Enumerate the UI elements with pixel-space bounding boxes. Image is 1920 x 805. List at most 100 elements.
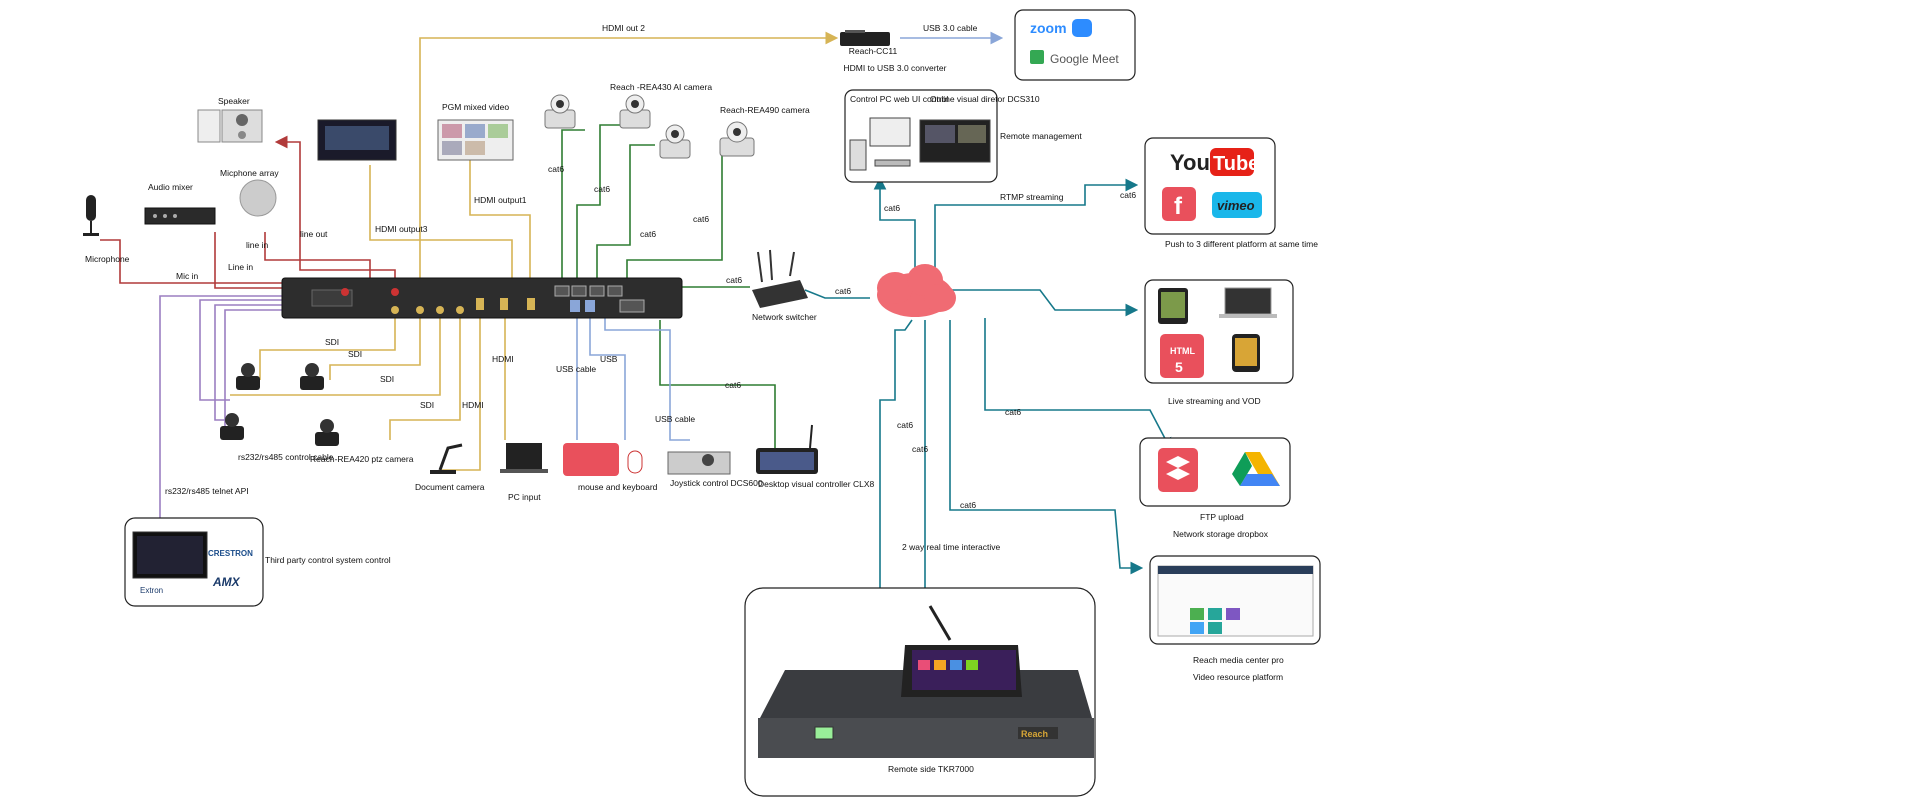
cat6-tkr-a xyxy=(879,319,913,650)
conferencing-box xyxy=(1014,9,1136,81)
usb-cable-label: USB cable xyxy=(655,414,695,424)
microphone-label: Microphone xyxy=(85,254,130,264)
router-icon xyxy=(752,249,808,308)
youtube-icon: You Tube xyxy=(1170,148,1259,176)
two-way-label: 2 way real time interactive xyxy=(902,542,1001,552)
pgm-mixed-video-label: PGM mixed video xyxy=(442,102,509,112)
speaker-label: Speaker xyxy=(218,96,250,106)
rtmp-line xyxy=(934,178,1139,275)
sdi-4 xyxy=(389,315,461,440)
laptop-icon xyxy=(1219,287,1277,318)
cat6-label: cat6 xyxy=(912,444,928,454)
usb-cable-label: USB cable xyxy=(556,364,596,374)
google-meet-label: Google Meet xyxy=(1050,52,1119,66)
pgm-mixed-video-monitor xyxy=(437,119,514,161)
hdmi-output1-line xyxy=(469,160,531,300)
reach-cc11-device xyxy=(840,30,890,46)
sdi-label: SDI xyxy=(325,337,339,347)
desktop-controller-icon xyxy=(756,424,818,474)
document-camera-label: Document camera xyxy=(415,482,485,492)
monitor-output3 xyxy=(317,119,397,161)
remote-side-label: Remote side TKR7000 xyxy=(888,764,974,774)
extron-logo: Extron xyxy=(140,586,163,595)
amx-logo: AMX xyxy=(212,575,241,589)
google-meet-icon xyxy=(1030,50,1044,64)
cat6-label: cat6 xyxy=(960,500,976,510)
video-resource-label: Video resource platform xyxy=(1193,672,1283,682)
cat6-label: cat6 xyxy=(640,229,656,239)
hdmi-output1-label: HDMI output1 xyxy=(474,195,527,205)
google-drive-icon xyxy=(1232,452,1280,486)
mic-in-line xyxy=(100,239,365,284)
ptz-camera-icon xyxy=(619,94,651,129)
svg-text:Reach: Reach xyxy=(1021,729,1048,739)
ptz-camera-icon xyxy=(300,363,324,390)
cat6-label: cat6 xyxy=(548,164,564,174)
tkr7000-device: Reach xyxy=(758,605,1094,758)
mouse-keyboard-label: mouse and keyboard xyxy=(578,482,658,492)
ptz-camera-icon xyxy=(719,121,755,157)
ptz-camera-icon xyxy=(659,124,691,159)
cat6-clx8 xyxy=(659,320,776,448)
rtmp-label: RTMP streaming xyxy=(1000,192,1064,202)
cat6-rea430a xyxy=(561,129,585,280)
hdmi-usb-converter-label: HDMI to USB 3.0 converter xyxy=(844,63,947,73)
zoom-camera-icon xyxy=(1072,19,1092,37)
rea490-label: Reach-REA490 camera xyxy=(720,105,810,115)
line-in-2-label: Line in xyxy=(228,262,253,272)
vimeo-icon xyxy=(1212,192,1262,218)
mic-array-icon xyxy=(239,179,277,217)
joystick-label: Joystick control DCS600 xyxy=(670,478,763,488)
usb-joystick xyxy=(604,315,690,441)
document-camera-icon xyxy=(430,443,463,474)
live-vod-label: Live streaming and VOD xyxy=(1168,396,1261,406)
line-in-1-label: line in xyxy=(246,240,268,250)
ftp-upload-label: FTP upload xyxy=(1200,512,1244,522)
sdi-1 xyxy=(259,315,396,380)
ptz-camera-icon xyxy=(544,94,576,129)
mic-array-label: Micphone array xyxy=(220,168,279,178)
cat6-label: cat6 xyxy=(884,203,900,213)
mouse-icon xyxy=(627,450,643,474)
hdmi-label: HDMI xyxy=(492,354,514,364)
cat6-cloud xyxy=(804,289,870,299)
laptop-icon xyxy=(500,443,548,473)
hdmi-output3-line xyxy=(369,165,513,300)
speaker-icon xyxy=(197,109,263,143)
sdi-label: SDI xyxy=(348,349,362,359)
rs232-control-label: rs232/rs485 control cable xyxy=(238,452,334,462)
facebook-icon xyxy=(1162,187,1196,221)
desktop-controller-label: Desktop visual controller CLX8 xyxy=(758,479,874,489)
control-pc-label: Control PC web UI control xyxy=(850,94,948,104)
rs232-telnet-label: rs232/rs485 telnet API xyxy=(165,486,249,496)
network-storage-label: Network storage dropbox xyxy=(1173,529,1269,539)
audio-mixer-label: Audio mixer xyxy=(148,182,193,192)
hdmi-label: HDMI xyxy=(462,400,484,410)
audio-mixer-icon xyxy=(144,207,216,225)
ptz-camera-icon xyxy=(236,363,260,390)
online-director-label: Online visual diretor DCS310 xyxy=(930,94,1040,104)
media-center-header xyxy=(1158,566,1313,574)
media-center-label: Reach media center pro xyxy=(1193,655,1284,665)
cat6-rea430c xyxy=(596,144,655,280)
cat6-label: cat6 xyxy=(594,184,610,194)
control-pc-icon xyxy=(849,117,911,171)
line-out-label: line out xyxy=(300,229,328,239)
cloud-icon xyxy=(877,264,956,317)
tablet-icon xyxy=(1158,288,1188,324)
cat6-rea490 xyxy=(626,155,723,280)
media-center-screen xyxy=(1157,565,1314,637)
cat6-label: cat6 xyxy=(726,275,742,285)
ptz-camera-icon xyxy=(220,413,244,440)
cat6-label: cat6 xyxy=(693,214,709,224)
html5-icon xyxy=(1160,334,1204,378)
usb30-cable-label: USB 3.0 cable xyxy=(923,23,978,33)
html5-five: 5 xyxy=(1175,359,1183,375)
svg-text:Tube: Tube xyxy=(1213,153,1259,175)
push-platforms-label: Push to 3 different platform at same tim… xyxy=(1165,239,1318,249)
network-switcher-label: Network switcher xyxy=(752,312,817,322)
cat6-ftp xyxy=(984,318,1172,451)
cat6-remote-mgmt xyxy=(873,176,916,275)
